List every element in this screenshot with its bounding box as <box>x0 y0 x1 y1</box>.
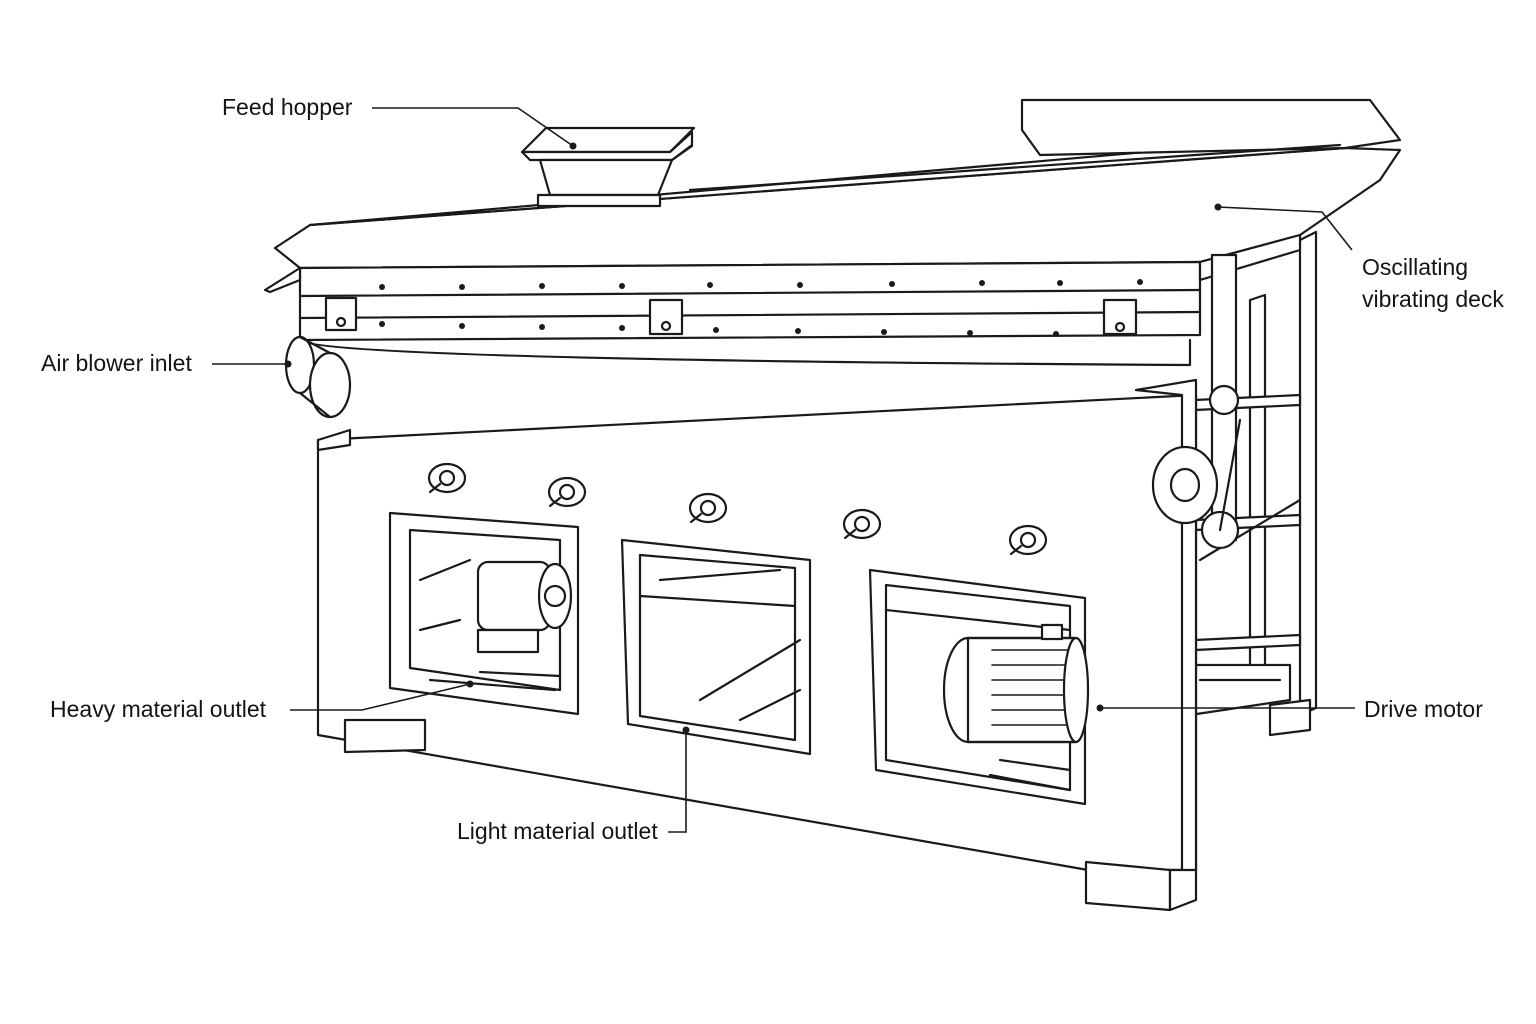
label-vibrating-deck-line1: Oscillating <box>1362 254 1469 280</box>
label-drive-motor: Drive motor <box>1364 696 1483 722</box>
air-blower <box>284 335 352 419</box>
feed-hopper <box>520 126 696 208</box>
label-vibrating-deck: Oscillating vibrating deck <box>1362 251 1504 315</box>
leader-dots <box>284 142 1222 734</box>
label-feed-hopper: Feed hopper <box>222 94 353 120</box>
label-light-material-outlet: Light material outlet <box>457 818 658 844</box>
leader-feed-hopper <box>372 107 574 147</box>
adjustment-knobs <box>427 462 1048 556</box>
leader-lines <box>212 107 1355 833</box>
label-heavy-material-outlet: Heavy material outlet <box>50 696 267 722</box>
leader-vibrating-deck <box>1217 206 1353 251</box>
label-vibrating-deck-line2: vibrating deck <box>1362 286 1504 312</box>
leader-heavy-outlet <box>290 683 471 711</box>
heavy-outlet-window <box>388 511 580 716</box>
light-outlet-window <box>620 538 812 756</box>
drive-linkage <box>1151 253 1242 550</box>
leader-light-outlet <box>668 730 687 833</box>
drive-motor-window <box>868 568 1090 806</box>
label-air-blower-inlet: Air blower inlet <box>41 350 192 376</box>
side-frame <box>1188 230 1318 737</box>
